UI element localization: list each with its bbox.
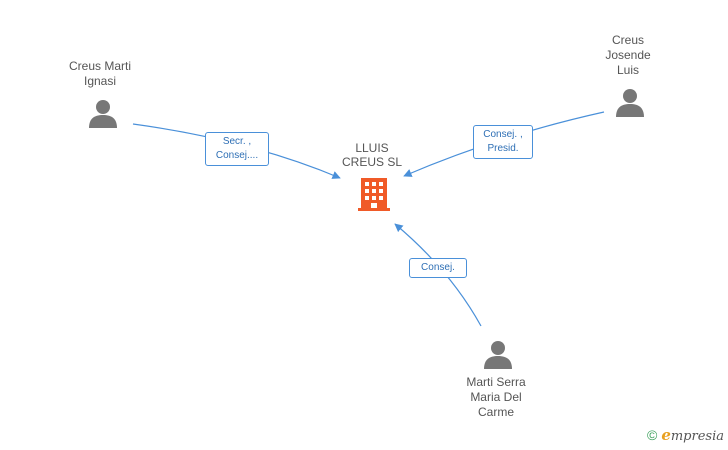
- building-icon[interactable]: [358, 176, 390, 217]
- edge-label-line: Consej. ,: [483, 129, 523, 140]
- edge-label-line: Secr. ,: [222, 136, 252, 147]
- person-name-line: Ignasi: [83, 74, 117, 88]
- copyright-icon: ©: [646, 427, 658, 443]
- person-name-line: Carme: [477, 405, 514, 419]
- person-name-marti-serra-maria[interactable]: Marti Serra Maria Del Carme: [451, 375, 541, 420]
- company-name-line2: CREUS SL: [341, 155, 403, 169]
- company-name[interactable]: LLUIS CREUS SL: [330, 141, 414, 169]
- person-name-line: Creus: [611, 33, 644, 47]
- person-name-creus-marti-ignasi[interactable]: Creus Marti Ignasi: [55, 59, 145, 89]
- edge-label-line: Presid.: [487, 143, 519, 154]
- person-icon[interactable]: [88, 99, 118, 134]
- edge-label-line: Consej.: [421, 262, 455, 273]
- brand-rest: mpresia: [670, 429, 724, 444]
- person-name-line: Maria Del: [470, 390, 522, 404]
- person-icon[interactable]: [483, 340, 513, 375]
- edge-label-secr-consej[interactable]: Secr. , Consej....: [205, 132, 269, 166]
- brand-initial: e: [661, 426, 671, 444]
- company-name-line1: LLUIS: [355, 141, 389, 155]
- edge-label-consej-presid[interactable]: Consej. , Presid.: [473, 125, 533, 159]
- edge-label-consej[interactable]: Consej.: [409, 258, 467, 278]
- person-icon[interactable]: [615, 88, 645, 123]
- brand-logo: empresia: [661, 426, 724, 444]
- edge-label-line: Consej....: [215, 150, 259, 161]
- person-name-line: Creus Marti: [68, 59, 131, 73]
- person-name-line: Luis: [616, 63, 639, 77]
- person-name-line: Marti Serra: [466, 375, 526, 389]
- person-name-creus-josende-luis[interactable]: Creus Josende Luis: [583, 33, 673, 78]
- footer-watermark: © empresia: [647, 426, 724, 444]
- person-name-line: Josende: [605, 48, 651, 62]
